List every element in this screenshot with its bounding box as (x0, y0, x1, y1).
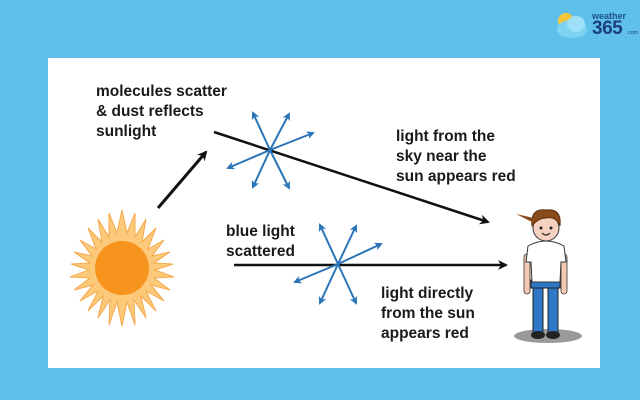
sun-icon (69, 209, 175, 327)
brand-number: 365 (592, 18, 623, 39)
label-molecules-scatter: molecules scatter & dust reflects sunlig… (96, 83, 227, 140)
diagram-panel (48, 58, 600, 368)
brand-top: weather (592, 11, 627, 21)
label-direct-light-red: light directly from the sun appears red (381, 285, 475, 342)
cloud-sun-icon (557, 13, 587, 38)
brand-suffix: .com (627, 30, 638, 36)
sky-light-arrow (213, 130, 490, 225)
sunlight-arrow-to-molecules (156, 150, 208, 209)
weather365-logo: weather 365 .com (552, 10, 640, 42)
person-figure (514, 209, 582, 343)
label-blue-light-scattered: blue light scattered (226, 223, 295, 260)
scatter-arrows-bottom (293, 223, 383, 305)
label-sky-appears-red: light from the sky near the sun appears … (396, 128, 516, 185)
scatter-arrows-top (226, 111, 315, 190)
